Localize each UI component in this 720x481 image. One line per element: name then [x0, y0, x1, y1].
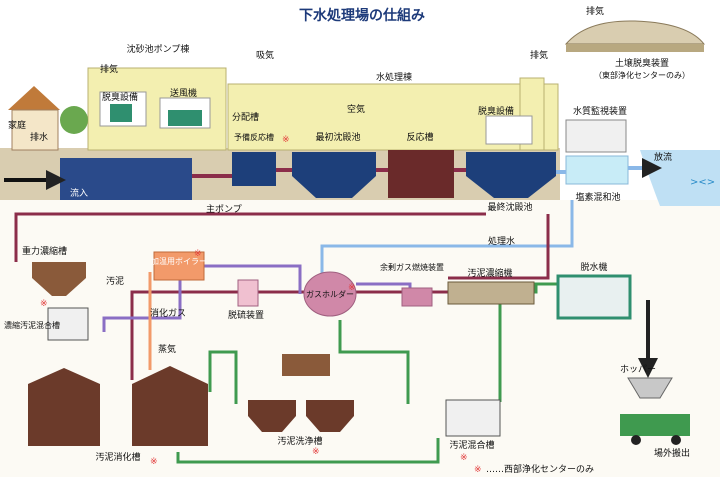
label-pre-reaction: 予備反応槽 — [234, 132, 274, 142]
mixing-tank-small — [47, 307, 89, 341]
truck-wheel-1 — [631, 435, 641, 445]
soil-mound — [564, 20, 706, 45]
label-treated-water: 処理水 — [488, 235, 515, 247]
label-boiler: 加温用ボイラー — [151, 256, 207, 266]
label-primary-sed: 最初沈殿池 — [315, 131, 360, 143]
excess-sludge-pipe — [448, 214, 550, 280]
primary-sludge-pipe — [14, 212, 486, 262]
digestion-gas-pipe — [102, 264, 302, 332]
label-intake: 吸気 — [256, 49, 274, 61]
label-washing: 汚泥洗浄槽 — [277, 435, 322, 447]
marker-boiler: ※ — [194, 249, 202, 259]
final-sedimentation-tank — [466, 152, 556, 198]
label-household: 家庭 — [8, 119, 26, 131]
water-quality-building — [565, 119, 627, 153]
marker-washing: ※ — [312, 447, 320, 457]
digestion-tank-2 — [132, 366, 208, 446]
label-exhaust-left: 排気 — [100, 63, 118, 75]
label-drainage: 排水 — [30, 131, 48, 143]
label-water-building: 水処理棟 — [376, 71, 412, 83]
wash-pipe-1 — [208, 350, 238, 404]
marker-gas-holder: ※ — [348, 283, 356, 293]
label-sludge-mixing: 汚泥混合槽 — [449, 439, 494, 451]
sludge-mixing-tank — [445, 399, 501, 437]
label-deodorizer-left: 脱臭設備 — [102, 91, 138, 103]
fish-icon: ><> — [690, 177, 715, 188]
wash-pipe-2 — [338, 320, 410, 404]
marker-mixing-2: ※ — [460, 453, 468, 463]
label-surplus-gas: 余剰ガス燃焼装置 — [380, 262, 444, 272]
label-gravity-thickener: 重力濃縮槽 — [22, 245, 67, 257]
label-soil-deodorizer: 土壌脱臭装置 — [615, 57, 669, 69]
label-sludge-thickener: 汚泥濃縮機 — [467, 267, 512, 279]
dewater-feed-pipe — [498, 282, 560, 402]
legend-mark: ※ — [474, 465, 482, 475]
gravity-thickener — [32, 262, 86, 296]
tree — [60, 106, 88, 134]
truck — [620, 414, 690, 436]
label-main-pump: 主ポンプ — [206, 203, 242, 215]
label-chlorine: 塩素混和池 — [575, 191, 620, 203]
label-digestion-tank: 汚泥消化槽 — [95, 451, 140, 463]
pre-reaction-tank — [232, 152, 276, 186]
hopper — [627, 377, 673, 399]
label-blower: 送風機 — [170, 87, 197, 99]
label-carry-out: 場外搬出 — [654, 447, 690, 459]
label-soil-note: （東部浄化センターのみ） — [594, 70, 690, 80]
house — [11, 109, 59, 151]
label-air: 空気 — [347, 103, 365, 115]
gas-burner — [401, 287, 433, 307]
reaction-tank — [388, 150, 454, 198]
legend-text: ……西部浄化センターのみ — [486, 463, 594, 475]
page-title: 下水処理場の仕組み — [299, 7, 425, 24]
left-deodorizer-unit — [110, 104, 132, 122]
gas-holder — [303, 271, 357, 317]
house-roof — [8, 86, 60, 110]
label-sludge: 汚泥 — [106, 275, 124, 287]
marker-pre-reaction: ※ — [282, 135, 290, 145]
label-reaction-tank: 反応槽 — [406, 131, 433, 143]
dewatering-machine — [556, 274, 632, 320]
label-deodorizer-right: 脱臭設備 — [478, 105, 514, 117]
label-distribution: 分配槽 — [232, 111, 259, 123]
marker-digestion: ※ — [150, 457, 158, 467]
soil-base — [566, 44, 704, 52]
grit-chamber — [60, 158, 192, 200]
boiler — [153, 251, 205, 281]
desulfurization-unit — [237, 279, 259, 307]
sludge-thickener — [447, 281, 535, 305]
blower-unit — [168, 110, 202, 126]
chlorine-tank — [565, 155, 629, 185]
reuse-water-pipe — [320, 200, 574, 286]
label-concentrated-mixing: 濃縮汚泥混合槽 — [4, 320, 60, 330]
label-desulfurization: 脱硫装置 — [228, 309, 264, 321]
label-exhaust-top: 排気 — [586, 5, 604, 17]
label-pump-building: 沈砂池ポンプ棟 — [127, 43, 190, 55]
wash-header-tank — [282, 354, 330, 376]
wash-tank-1 — [248, 400, 296, 432]
label-gas-holder: ガスホルダー — [306, 289, 354, 299]
right-deodorizer-box — [485, 115, 533, 145]
label-final-sed: 最終沈殿池 — [487, 201, 532, 213]
label-hopper: ホッパー — [620, 364, 656, 375]
digestion-tank-1 — [28, 368, 100, 446]
label-exhaust-right: 排気 — [530, 49, 548, 61]
label-inflow: 流入 — [70, 187, 88, 199]
label-steam: 蒸気 — [158, 343, 176, 355]
lower-ground — [0, 200, 720, 477]
label-digestion-gas: 消化ガス — [150, 307, 186, 319]
wash-tank-2 — [306, 400, 354, 432]
wash-pipe-3 — [176, 438, 440, 464]
truck-wheel-2 — [671, 435, 681, 445]
marker-mixing: ※ — [40, 299, 48, 309]
label-dewatering: 脱水機 — [580, 261, 607, 273]
primary-sedimentation-tank — [292, 152, 376, 198]
label-water-quality: 水質監視装置 — [573, 105, 627, 117]
label-discharge: 放流 — [654, 151, 672, 163]
